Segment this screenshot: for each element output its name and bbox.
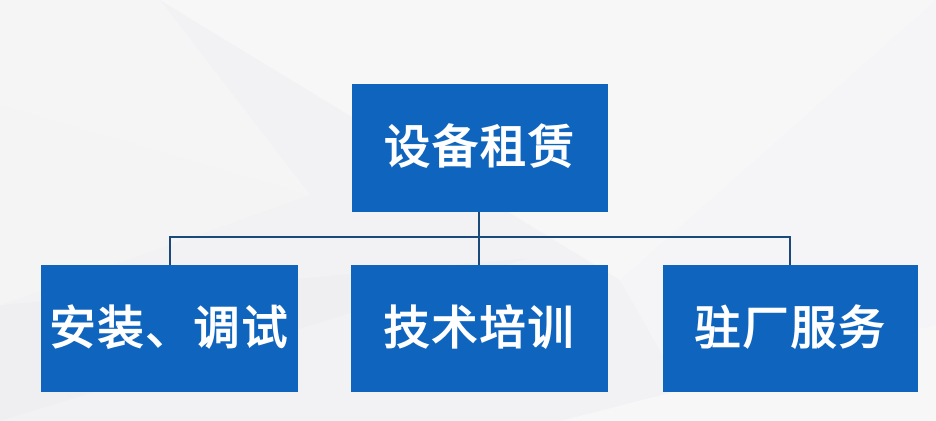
child-node-onsite-service: 驻厂服务 <box>663 265 918 392</box>
child-node-label: 驻厂服务 <box>694 302 887 354</box>
child-node-installation-debugging: 安装、调试 <box>41 265 298 392</box>
connector-root-stem <box>478 211 480 265</box>
child-node-label: 安装、调试 <box>49 302 290 354</box>
root-node-equipment-rental: 设备租赁 <box>352 84 608 212</box>
root-node-label: 设备租赁 <box>384 122 576 173</box>
child-node-technical-training: 技术培训 <box>351 265 608 392</box>
connector-left-drop <box>169 236 171 266</box>
connector-right-drop <box>789 236 791 266</box>
child-node-label: 技术培训 <box>383 302 576 354</box>
connector-horizontal <box>169 236 791 238</box>
